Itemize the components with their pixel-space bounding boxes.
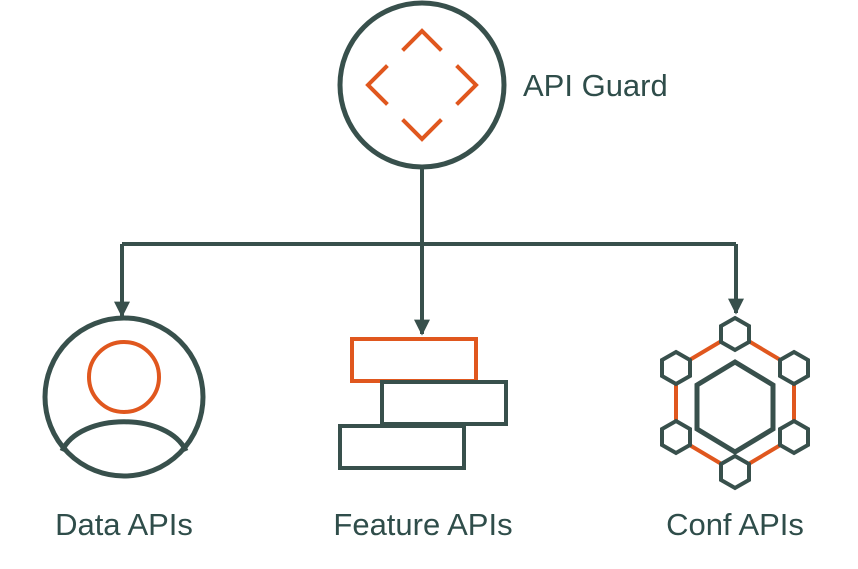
api-guard-circle xyxy=(337,0,507,170)
node-api-guard: API Guard xyxy=(337,0,668,170)
node-conf-apis: Conf APIs xyxy=(660,315,810,542)
stacked-blocks-icon xyxy=(338,337,508,470)
node-data-apis: Data APIs xyxy=(42,315,206,542)
diamond-icon xyxy=(365,28,479,142)
connectors xyxy=(114,167,744,336)
api-guard-label: API Guard xyxy=(523,68,668,103)
feature-apis-label: Feature APIs xyxy=(333,507,512,542)
user-icon xyxy=(42,315,206,479)
node-feature-apis: Feature APIs xyxy=(333,337,513,542)
hexagon-network-icon xyxy=(660,315,810,491)
conf-apis-label: Conf APIs xyxy=(666,507,804,542)
data-apis-label: Data APIs xyxy=(55,507,193,542)
